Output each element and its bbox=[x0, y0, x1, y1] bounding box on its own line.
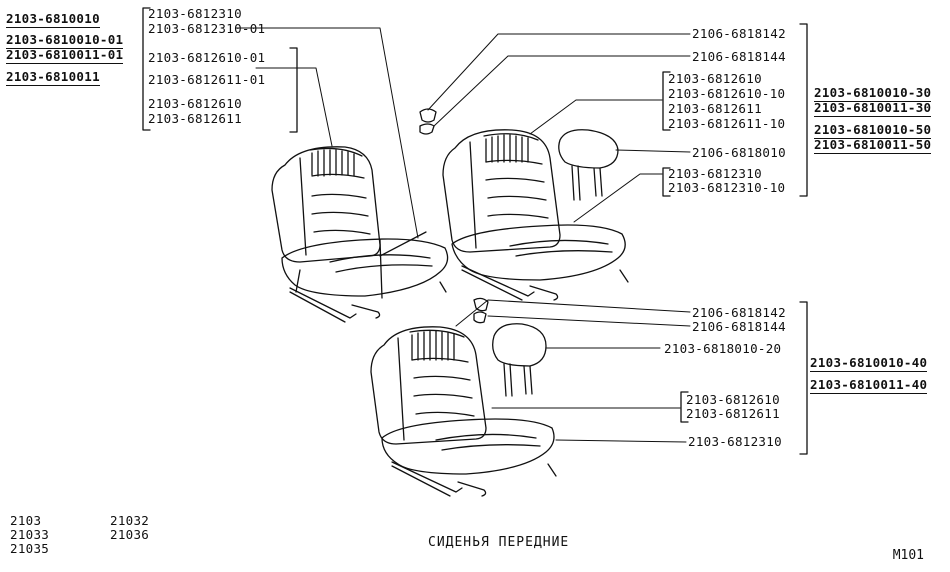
bracket-bottom-mid bbox=[680, 391, 689, 423]
right-part-8: 2103-6812310 bbox=[668, 166, 762, 181]
bottom-part-4: 2103-6812610 bbox=[686, 392, 780, 407]
bracket-left-parts bbox=[142, 7, 298, 133]
right-part-3: 2103-6812610 bbox=[668, 71, 762, 86]
seat-left-drawing bbox=[271, 146, 449, 323]
model-2: 21033 bbox=[10, 527, 50, 542]
left-part-6: 2103-6812611 bbox=[148, 111, 242, 126]
right-assembly-1: 2103-6810010-30 bbox=[814, 85, 932, 102]
right-assembly-3: 2103-6810010-50 bbox=[814, 122, 932, 139]
right-part-4: 2103-6812610-10 bbox=[668, 86, 786, 101]
bottom-part-6: 2103-6812310 bbox=[688, 434, 782, 449]
bottom-part-3: 2103-6818010-20 bbox=[664, 341, 782, 356]
right-part-1: 2106-6818142 bbox=[692, 26, 786, 41]
left-part-2: 2103-6812310-01 bbox=[148, 21, 266, 36]
bracket-bottom-right bbox=[799, 301, 808, 455]
left-part-3: 2103-6812610-01 bbox=[148, 50, 266, 65]
leader-lines bbox=[235, 27, 691, 443]
left-part-5: 2103-6812610 bbox=[148, 96, 242, 111]
right-assembly-2: 2103-6810011-30 bbox=[814, 100, 932, 117]
model-4: 21032 bbox=[110, 513, 150, 528]
bottom-assembly-1: 2103-6810010-40 bbox=[810, 355, 928, 372]
bracket-right-top bbox=[799, 23, 808, 197]
assembly-code-3: 2103-6810011-01 bbox=[6, 47, 124, 64]
left-part-1: 2103-6812310 bbox=[148, 6, 242, 21]
seat-bottom-drawing bbox=[370, 297, 557, 497]
page-title: СИДЕНЬЯ ПЕРЕДНИЕ bbox=[428, 535, 570, 550]
right-part-7: 2106-6818010 bbox=[692, 145, 786, 160]
assembly-code-4: 2103-6810011 bbox=[6, 69, 100, 86]
model-5: 21036 bbox=[110, 527, 150, 542]
bottom-assembly-2: 2103-6810011-40 bbox=[810, 377, 928, 394]
assembly-code-1: 2103-6810010 bbox=[6, 11, 100, 28]
seat-right-drawing bbox=[419, 108, 629, 301]
right-part-6: 2103-6812611-10 bbox=[668, 116, 786, 131]
bottom-part-1: 2106-6818142 bbox=[692, 305, 786, 320]
model-3: 21035 bbox=[10, 541, 50, 556]
bottom-part-2: 2106-6818144 bbox=[692, 319, 786, 334]
bottom-part-5: 2103-6812611 bbox=[686, 406, 780, 421]
bracket-right-mid bbox=[662, 71, 671, 131]
right-assembly-4: 2103-6810011-50 bbox=[814, 137, 932, 154]
sheet-code: M101 bbox=[892, 548, 924, 563]
left-part-4: 2103-6812611-01 bbox=[148, 72, 266, 87]
assembly-code-2: 2103-6810010-01 bbox=[6, 32, 124, 49]
right-part-5: 2103-6812611 bbox=[668, 101, 762, 116]
right-part-2: 2106-6818144 bbox=[692, 49, 786, 64]
bracket-right-low bbox=[662, 167, 671, 197]
model-1: 2103 bbox=[10, 513, 42, 528]
right-part-9: 2103-6812310-10 bbox=[668, 180, 786, 195]
